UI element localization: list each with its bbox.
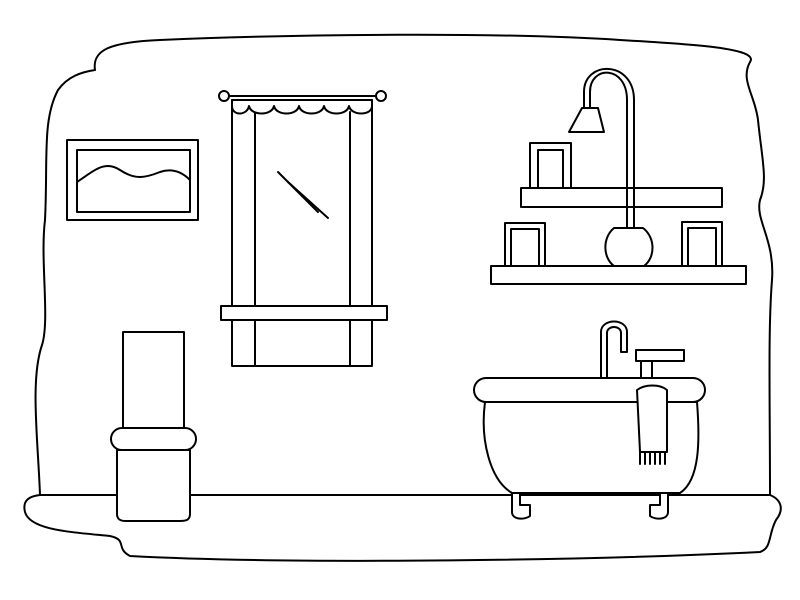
towel <box>636 384 668 453</box>
lamp-shade <box>568 107 605 133</box>
floor <box>23 494 782 562</box>
window <box>218 90 388 367</box>
lamp-pole <box>589 71 628 229</box>
toilet <box>110 331 197 522</box>
vase <box>604 227 654 267</box>
bathtub <box>473 320 706 520</box>
picture-frame <box>66 139 199 221</box>
faucet <box>600 320 628 379</box>
window-sill <box>220 305 388 321</box>
shelves <box>490 68 747 285</box>
